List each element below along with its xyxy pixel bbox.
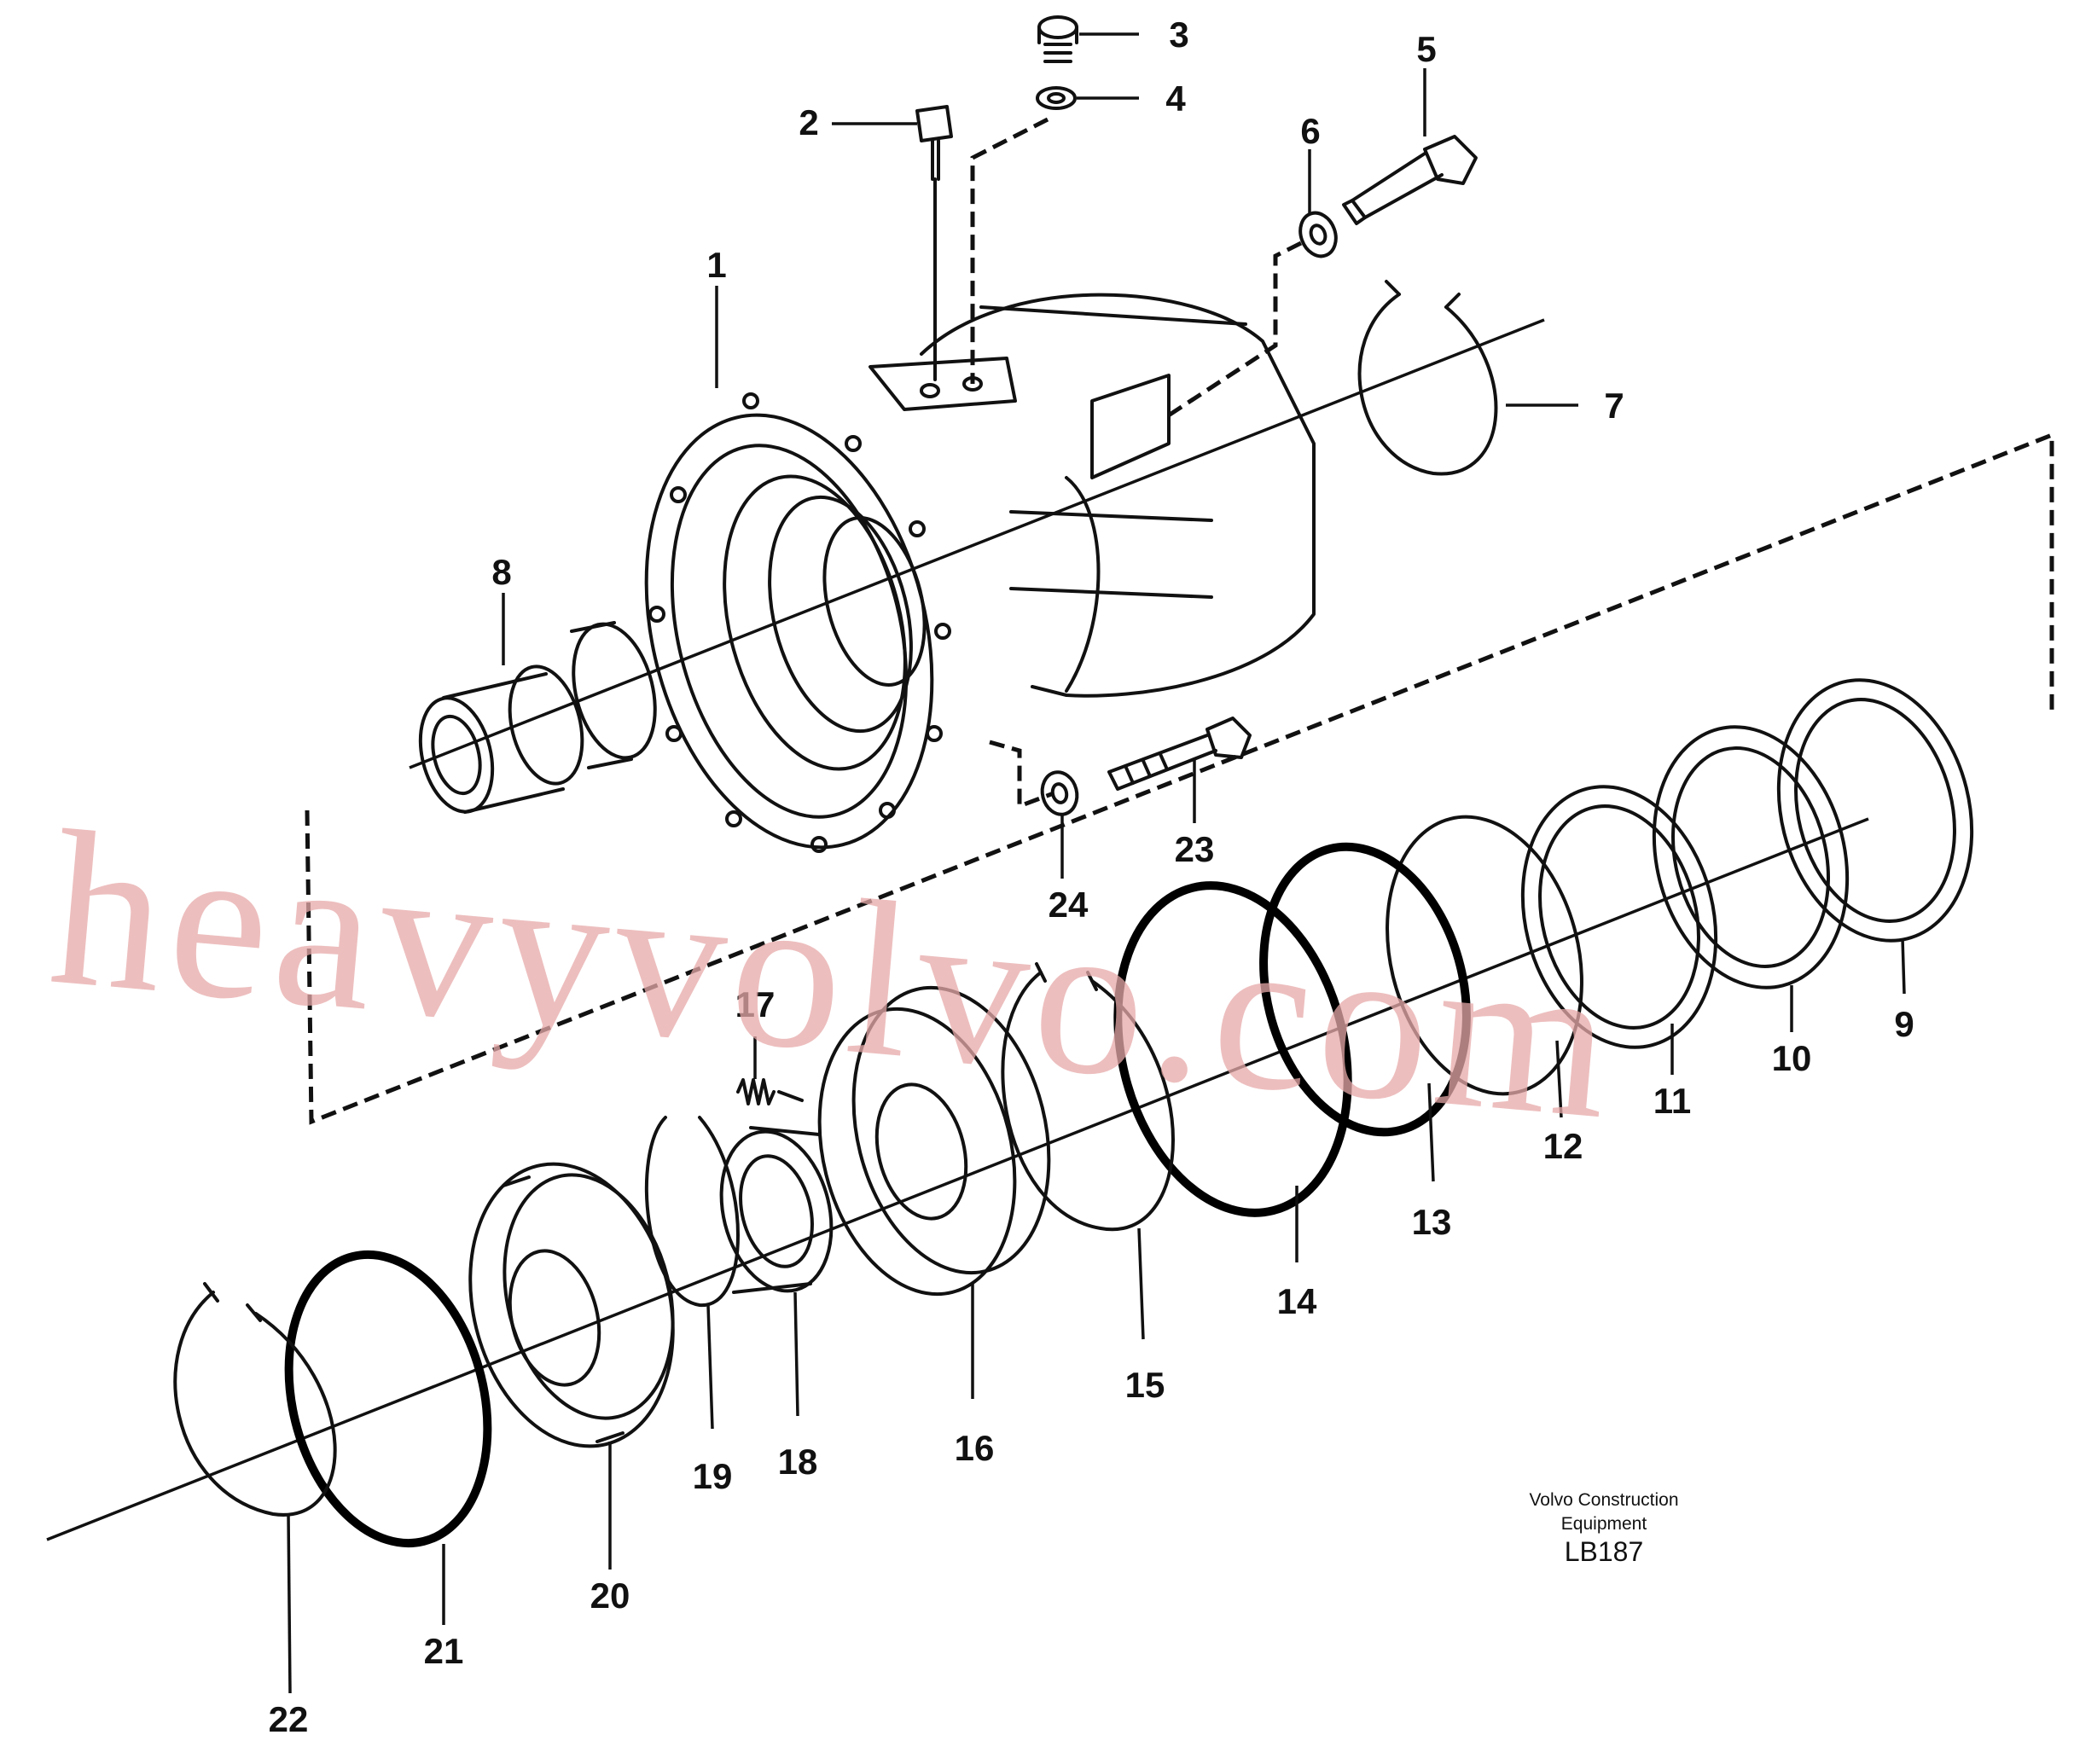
callout-2: 2 xyxy=(799,102,818,142)
callout-11: 11 xyxy=(1653,1081,1691,1121)
callout-7: 7 xyxy=(1604,386,1624,426)
part-21-o-ring xyxy=(284,1250,492,1548)
part-16-piston xyxy=(817,985,1051,1297)
part-9-disc xyxy=(1776,678,1974,943)
callout-22: 22 xyxy=(269,1699,309,1739)
credit-line-1: Volvo Construction xyxy=(1529,1490,1678,1510)
watermark-text: heavyvolvo.com xyxy=(43,785,1626,1166)
callout-23: 23 xyxy=(1175,829,1215,869)
callout-5: 5 xyxy=(1416,29,1436,69)
leader-lines xyxy=(287,32,1906,1694)
callout-21: 21 xyxy=(424,1631,464,1671)
lower-axis-line xyxy=(46,817,1869,1541)
plug-dashed-guide xyxy=(970,117,1049,384)
callout-24: 24 xyxy=(1049,885,1089,925)
part-5-bolt xyxy=(1342,135,1478,225)
callout-1: 1 xyxy=(706,245,726,285)
part-17-spring xyxy=(736,1078,804,1105)
washer-dashed-guide xyxy=(1163,241,1303,421)
callout-20: 20 xyxy=(590,1575,630,1616)
credit-line-2: Equipment xyxy=(1561,1514,1647,1534)
part-6-washer xyxy=(1298,211,1338,258)
callout-15: 15 xyxy=(1125,1365,1165,1405)
callout-19: 19 xyxy=(693,1456,733,1496)
part-14-o-ring xyxy=(1113,881,1352,1217)
part-10-disc xyxy=(1652,725,1850,989)
callout-17: 17 xyxy=(735,984,776,1024)
callout-12: 12 xyxy=(1543,1126,1583,1166)
part-22-circlip xyxy=(173,1282,337,1517)
callout-6: 6 xyxy=(1300,111,1320,151)
callout-13: 13 xyxy=(1412,1202,1452,1242)
part-15-snap-ring xyxy=(1001,962,1175,1232)
callout-10: 10 xyxy=(1772,1038,1812,1078)
part-19-snap-ring xyxy=(644,1116,740,1308)
part-13-o-ring xyxy=(1259,842,1471,1137)
part-18-bearing xyxy=(719,1126,834,1294)
bolt-dashed-guide xyxy=(989,740,1054,809)
callout-4: 4 xyxy=(1165,78,1186,119)
callout-9: 9 xyxy=(1894,1004,1914,1044)
callout-16: 16 xyxy=(955,1428,995,1468)
part-3-plug xyxy=(1037,15,1078,63)
callout-8: 8 xyxy=(491,552,511,592)
part-4-washer xyxy=(1036,86,1077,110)
housing-bolt-holes xyxy=(648,392,951,853)
upper-axis-line xyxy=(409,318,1545,769)
callout-labels: 1 2 3 4 5 6 7 8 9 10 11 12 13 14 15 16 1… xyxy=(269,15,1914,1739)
callout-14: 14 xyxy=(1277,1281,1317,1321)
part-11-disc xyxy=(1520,785,1718,1049)
part-23-bolt xyxy=(1107,717,1252,791)
callout-18: 18 xyxy=(778,1442,818,1482)
assembly-boundary-dashed xyxy=(305,432,2054,1125)
drawing-code: LB187 xyxy=(1565,1536,1644,1567)
part-1-housing xyxy=(644,293,1316,853)
part-2-bleeder-screw xyxy=(915,105,953,381)
credit-block: Volvo Construction Equipment LB187 xyxy=(1529,1490,1678,1567)
part-20-cover xyxy=(468,1162,675,1448)
part-24-washer xyxy=(1040,770,1079,816)
part-8-shaft xyxy=(418,621,657,814)
callout-3: 3 xyxy=(1169,15,1188,55)
part-12-ring xyxy=(1386,815,1583,1096)
part-7-circlip xyxy=(1357,280,1498,476)
